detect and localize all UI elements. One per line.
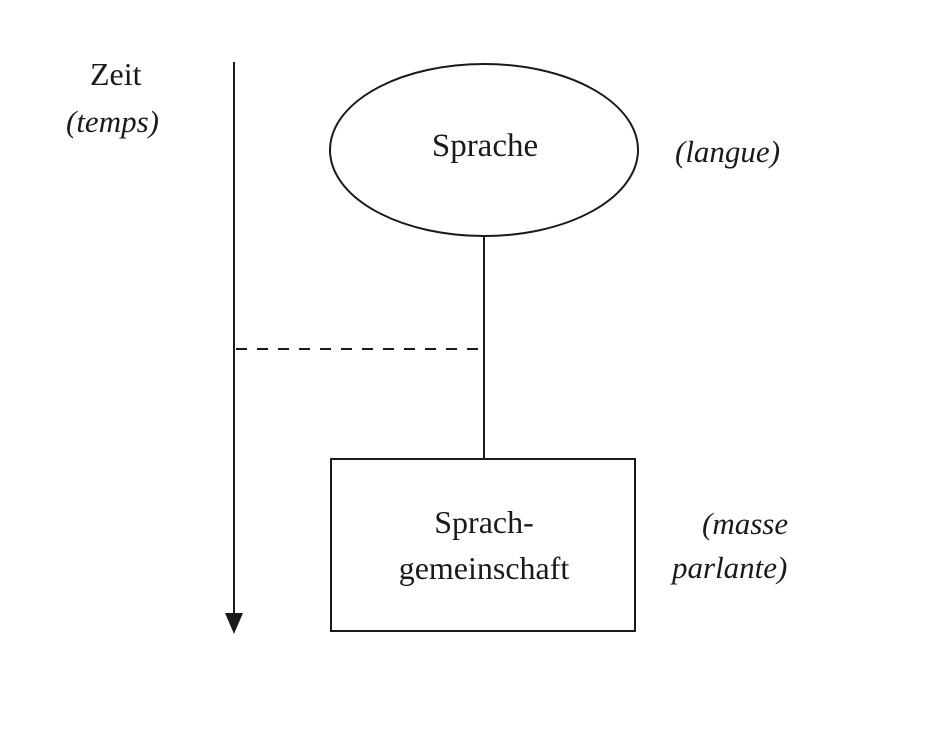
community-node-gloss-line1: (masse [702, 506, 789, 541]
time-axis-label: Zeit [90, 56, 142, 92]
community-node-label-line2: gemeinschaft [398, 550, 570, 586]
community-node-gloss-line2: parlante) [672, 550, 788, 585]
language-node-label: Sprache [431, 128, 539, 164]
language-node-gloss: (langue) [675, 134, 781, 169]
sprachgemeinschaft-box [330, 458, 636, 632]
community-node-label-line1: Sprach- [434, 504, 534, 540]
time-axis-sublabel: (temps) [66, 104, 159, 139]
time-axis-arrowhead [225, 613, 243, 634]
